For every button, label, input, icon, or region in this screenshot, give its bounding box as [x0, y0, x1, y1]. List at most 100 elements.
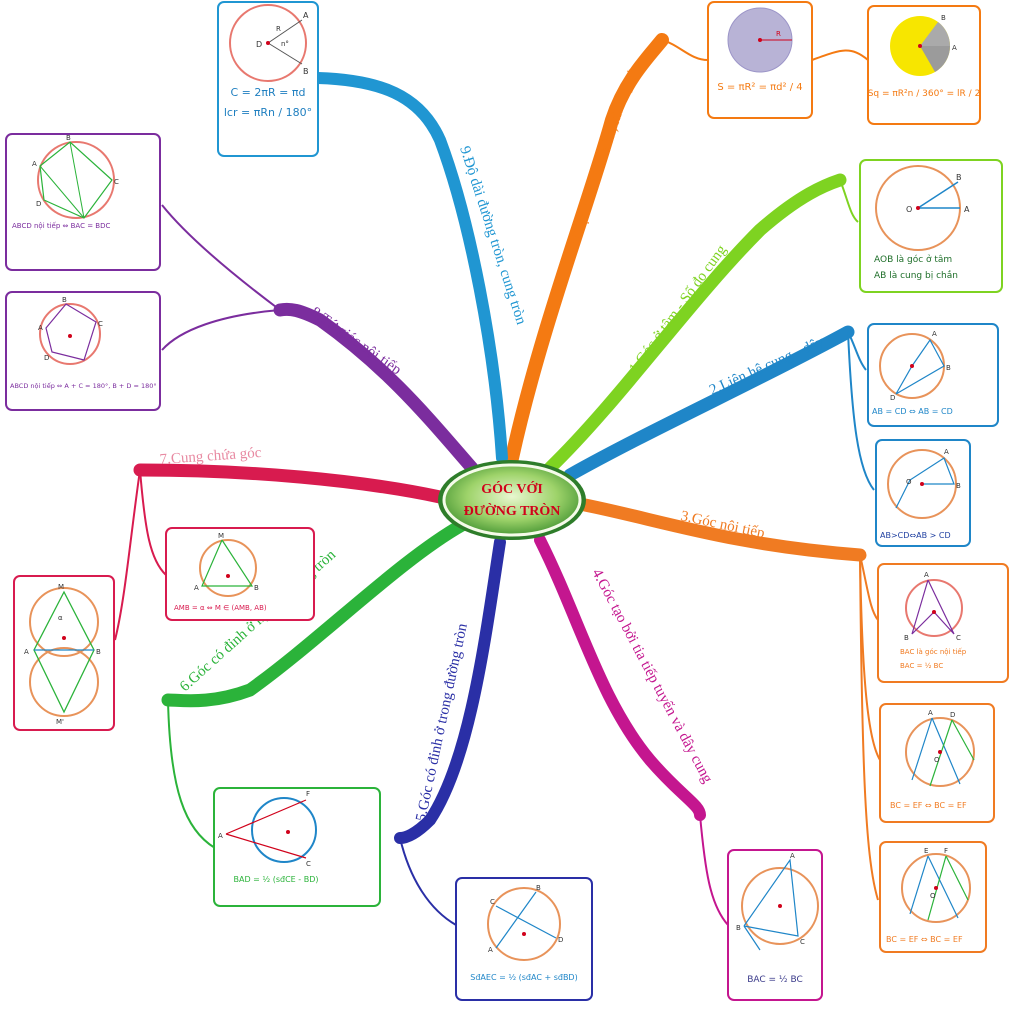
- point-label: M: [58, 583, 64, 591]
- point-label: R: [776, 30, 781, 38]
- point-label: F: [306, 790, 310, 798]
- point-label: A: [944, 448, 949, 456]
- card-3c-formula: BC = EF ⇔ BC = EF: [886, 935, 963, 944]
- point-label: B: [96, 648, 101, 656]
- card-9-formula-2: lcr = πRn / 180°: [224, 106, 312, 119]
- point-label: D: [44, 354, 49, 362]
- card-10b[interactable]: A B Sq = πR²n / 360° = lR / 2: [867, 5, 981, 125]
- point-label: B: [536, 884, 541, 892]
- card-10a[interactable]: R S = πR² = πd² / 4: [707, 1, 813, 119]
- branch-10-ribbon: [505, 33, 869, 465]
- point-label: D: [36, 200, 41, 208]
- branch-3-ribbon: [578, 498, 881, 901]
- card-10b-formula: Sq = πR²n / 360° = lR / 2: [868, 89, 981, 99]
- point-label: B: [956, 173, 962, 182]
- point-label: D: [558, 936, 563, 944]
- point-label: A: [952, 44, 957, 52]
- point-label: A: [38, 324, 43, 332]
- card-6-formula: BAD = ½ (sđCE - BD): [234, 875, 319, 884]
- card-2b[interactable]: A B O AB>CD⇔AB > CD: [875, 439, 971, 547]
- branch-7-ribbon: [114, 463, 447, 641]
- point-label: M': [56, 718, 64, 726]
- point-label: D: [256, 40, 262, 49]
- point-label: A: [790, 852, 795, 860]
- branch-label-10: 10.Diện tích hình tròn, hình quạt: [564, 67, 640, 259]
- card-5[interactable]: B C A D SđAEC = ½ (sđAC + sđBD): [455, 877, 593, 1001]
- point-label: A: [932, 330, 937, 338]
- point-label: A: [24, 648, 29, 656]
- point-label: B: [736, 924, 741, 932]
- point-label: B: [941, 14, 946, 22]
- point-label: B: [303, 67, 309, 76]
- branch-label-2: 2.Liên hệ cung - dây: [707, 334, 827, 399]
- point-label: B: [66, 134, 71, 142]
- card-1[interactable]: O B A AOB là góc ở tâm AB là cung bị chắ…: [859, 159, 1003, 293]
- card-8a[interactable]: A B C D ABCD nội tiếp ⇔ BAC = BDC: [5, 133, 161, 271]
- point-label: D: [890, 394, 895, 402]
- card-7a-formula: AMB = α ⇔ M ∈ (AMB, AB): [174, 604, 267, 612]
- card-3b[interactable]: A D O BC = EF ⇔ BC = EF: [879, 703, 995, 823]
- point-label: E: [924, 847, 928, 855]
- branch-8-ribbon: [161, 204, 479, 475]
- card-5-formula: SđAEC = ½ (sđAC + sđBD): [470, 973, 577, 982]
- point-label: C: [114, 178, 119, 186]
- point-label: A: [32, 160, 37, 168]
- point-label: B: [254, 584, 259, 592]
- card-9[interactable]: D A B R n° C = 2πR = πd lcr = πRn / 180°: [217, 1, 319, 157]
- card-8a-formula: ABCD nội tiếp ⇔ BAC = BDC: [12, 222, 110, 230]
- card-3a-text-2: BAC = ½ BC: [900, 662, 943, 670]
- branch-1-ribbon: [543, 173, 859, 475]
- point-label: C: [800, 938, 805, 946]
- card-7b[interactable]: M A B M' α: [13, 575, 115, 731]
- point-label: A: [303, 11, 309, 20]
- point-label: C: [98, 320, 103, 328]
- point-label: C: [306, 860, 311, 868]
- branch-label-8: 8.Tứ giác nội tiếp: [308, 304, 404, 378]
- center-title-line2: ĐƯỜNG TRÒN: [464, 502, 561, 519]
- branch-label-1: 1.Góc ở tâm - Số đo cung: [626, 242, 730, 377]
- point-label: n°: [281, 40, 289, 48]
- point-label: O: [934, 756, 940, 764]
- point-label: A: [924, 571, 929, 579]
- card-2a[interactable]: A B D AB = CD ⇔ AB = CD: [867, 323, 999, 427]
- point-label: M: [218, 532, 224, 540]
- point-label: α: [58, 614, 63, 622]
- point-label: B: [946, 364, 951, 372]
- card-4-formula: BAC = ½ BC: [747, 975, 803, 985]
- card-4[interactable]: A B C BAC = ½ BC: [727, 849, 823, 1001]
- card-3b-formula: BC = EF ⇔ BC = EF: [890, 801, 967, 810]
- card-2b-formula: AB>CD⇔AB > CD: [880, 531, 951, 540]
- card-1-text-1: AOB là góc ở tâm: [874, 254, 952, 265]
- card-2a-formula: AB = CD ⇔ AB = CD: [872, 407, 953, 416]
- point-label: C: [956, 634, 961, 642]
- point-label: R: [276, 25, 281, 33]
- card-10a-formula: S = πR² = πd² / 4: [717, 82, 802, 93]
- point-label: A: [218, 832, 223, 840]
- card-3c[interactable]: E F O BC = EF ⇔ BC = EF: [879, 841, 987, 953]
- branch-5-ribbon: [394, 536, 506, 926]
- card-7a[interactable]: M A B AMB = α ⇔ M ∈ (AMB, AB): [165, 527, 315, 621]
- point-label: O: [930, 892, 936, 900]
- card-6[interactable]: A F C BAD = ½ (sđCE - BD): [213, 787, 381, 907]
- point-label: O: [906, 205, 912, 214]
- center-title-line1: GÓC VỚI: [481, 480, 543, 497]
- point-label: D: [950, 711, 955, 719]
- branch-label-7: 7.Cung chứa góc: [159, 445, 262, 468]
- point-label: B: [956, 482, 961, 490]
- center-node[interactable]: GÓC VỚI ĐƯỜNG TRÒN: [438, 460, 586, 540]
- card-3a-text-1: BAC là góc nội tiếp: [900, 648, 967, 656]
- point-label: A: [964, 205, 970, 214]
- branch-9-ribbon: [312, 72, 508, 464]
- point-label: B: [904, 634, 909, 642]
- branch-2-ribbon: [563, 325, 875, 491]
- card-8b[interactable]: A B C D ABCD nội tiếp ⇔ A + C = 180°, B …: [5, 291, 161, 411]
- card-8b-formula: ABCD nội tiếp ⇔ A + C = 180°, B + D = 18…: [10, 382, 157, 390]
- card-1-text-2: AB là cung bị chắn: [874, 270, 958, 281]
- card-3a[interactable]: A B C BAC là góc nội tiếp BAC = ½ BC: [877, 563, 1009, 683]
- point-label: C: [490, 898, 495, 906]
- point-label: A: [194, 584, 199, 592]
- point-label: F: [944, 847, 948, 855]
- point-label: O: [906, 478, 912, 486]
- point-label: A: [488, 946, 493, 954]
